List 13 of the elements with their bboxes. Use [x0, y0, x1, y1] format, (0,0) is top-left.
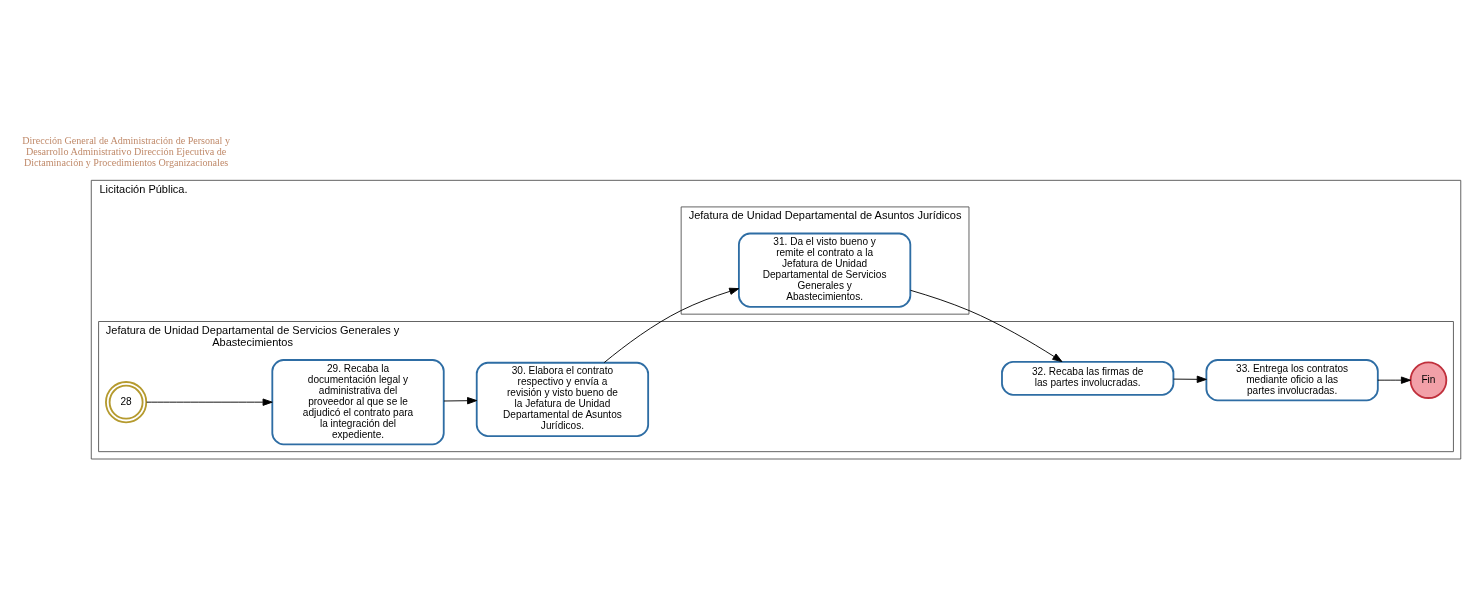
label: Dirección General de Administración de Personal y Desarrollo Administrativo Dirección Ejecutiva de Dictaminación y Procedimientos Organizacionales [22, 134, 230, 168]
arrow [1377, 376, 1412, 384]
arrow [146, 398, 273, 406]
node-box: 29. Recaba la documentación legal y administrativa del proveedor al que se le adjudicó el contrato para la integración del expediente. [271, 358, 445, 445]
node-box: 32. Recaba las firmas de las partes involucradas. [1001, 360, 1175, 396]
arrow [443, 396, 478, 404]
node-box: 31. Da el visto bueno y remite el contrato a la Jefatura de Unidad Departamental de Servicios Generales y Abastecimientos. [738, 232, 912, 308]
node-circle: Fin [1409, 360, 1448, 399]
arrow [910, 289, 1063, 362]
node-box: 33. Entrega los contratos mediante oficio a las partes involucradas. [1205, 358, 1379, 401]
node-box: 30. Elabora el contrato respectivo y envía a revisión y visto bueno de la Jefatura de Unidad Departamental de Asuntos Jurídicos. [475, 361, 650, 437]
arrow [1173, 375, 1207, 383]
arrow [603, 287, 740, 363]
